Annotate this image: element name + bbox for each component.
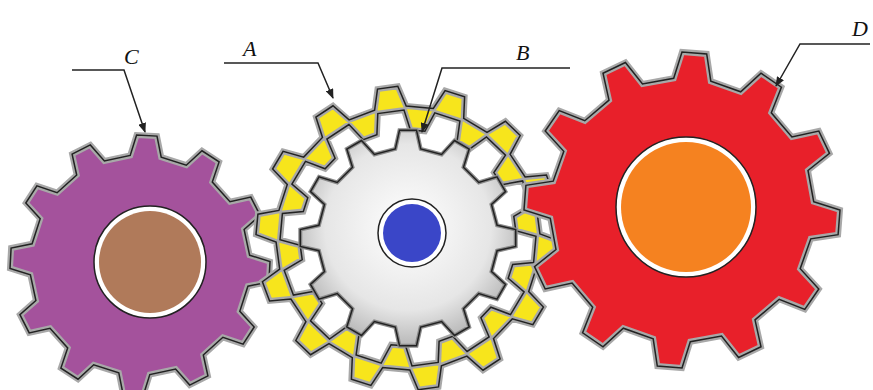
- part-label: C: [124, 46, 139, 68]
- shaft: [383, 204, 441, 262]
- leader-line: [72, 70, 145, 132]
- shaft: [621, 142, 751, 272]
- ring-gear-a: [256, 86, 560, 389]
- bore-ring: [616, 137, 756, 277]
- part-label: D: [852, 18, 868, 40]
- gear-outline: [524, 52, 840, 368]
- gear-outline: [300, 130, 515, 345]
- leader-line: [776, 44, 870, 86]
- shaft: [99, 211, 201, 313]
- gear-c: [10, 135, 270, 390]
- gear-b: [300, 130, 515, 345]
- bore-ring: [378, 199, 446, 267]
- bore-ring: [94, 206, 206, 318]
- part-label: A: [243, 38, 256, 60]
- part-label: B: [516, 42, 529, 64]
- leader-line: [224, 63, 333, 98]
- gear-outline: [10, 135, 270, 390]
- gear-d: [524, 52, 840, 368]
- gear-outline: [256, 86, 560, 389]
- leader-line: [422, 68, 570, 132]
